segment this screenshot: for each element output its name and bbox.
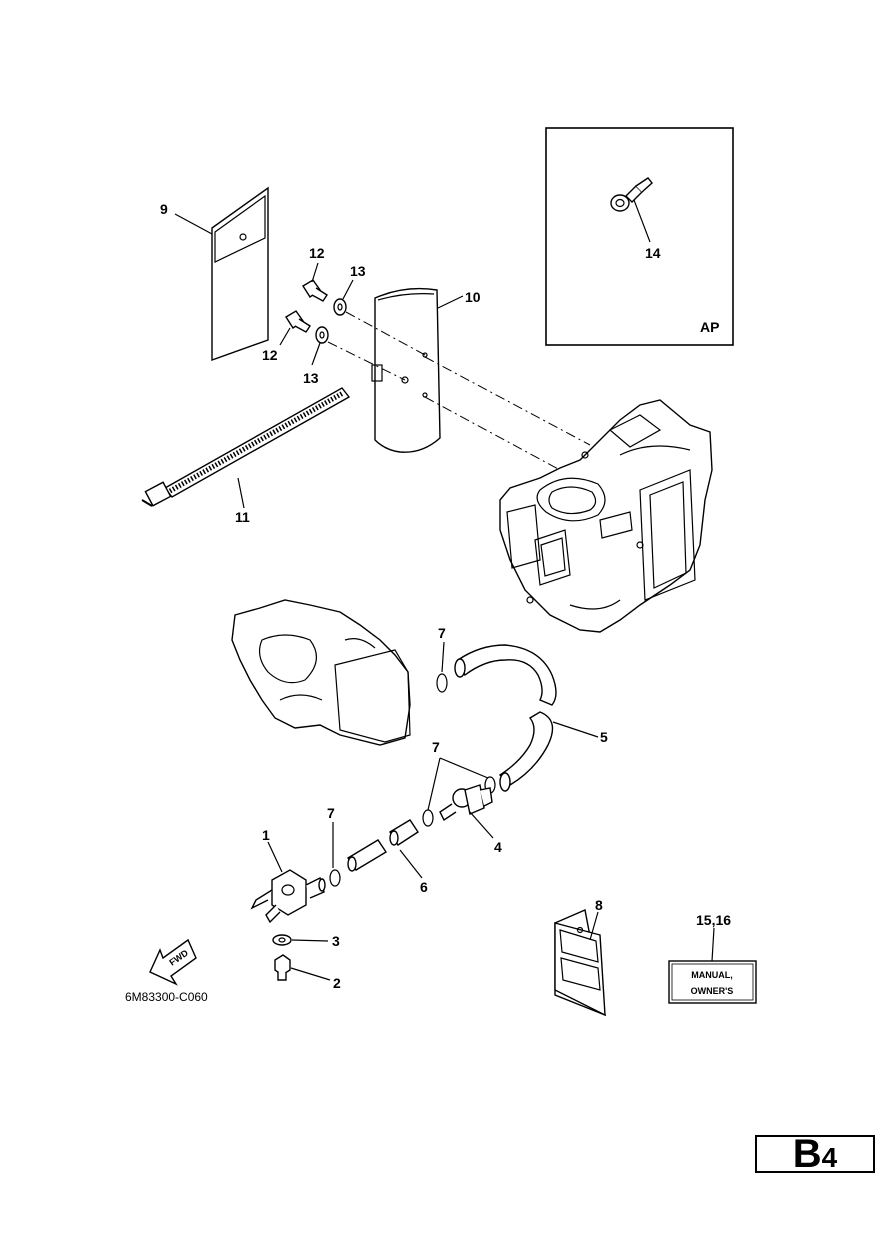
part-7-clip-lower	[329, 869, 341, 887]
part-8-label	[554, 909, 606, 1017]
callout-11: 11	[235, 509, 250, 525]
manual-line1: MANUAL,	[691, 970, 733, 980]
leader-12b	[279, 327, 291, 346]
leader-13a	[342, 279, 354, 300]
part-10-cover	[371, 287, 441, 453]
leader-7b-2	[427, 757, 441, 811]
align-line-1	[345, 311, 426, 356]
leader-3	[291, 939, 329, 942]
part-13-washer-lower	[315, 326, 329, 344]
fwd-arrow-icon: FWD	[149, 938, 197, 986]
part-2-screw	[274, 954, 291, 981]
part-12-bolt-lower	[285, 310, 311, 333]
leader-11	[237, 477, 245, 509]
part-13-washer-upper	[333, 298, 347, 316]
page-id-number: 4	[821, 1142, 838, 1173]
engine-partial	[231, 599, 411, 746]
part-4-fitting	[439, 784, 493, 822]
callout-5: 5	[600, 729, 608, 745]
part-12-bolt-upper	[302, 279, 328, 302]
leader-13b	[311, 342, 321, 366]
leader-12a	[311, 262, 319, 283]
callout-7b: 7	[432, 739, 440, 755]
callout-12b: 12	[262, 347, 278, 363]
align-line-2	[327, 341, 406, 381]
callout-14: 14	[645, 245, 661, 261]
part-3-washer	[272, 934, 292, 946]
callout-6: 6	[420, 879, 428, 895]
leader-9	[174, 213, 213, 235]
inset-label: AP	[700, 319, 719, 335]
page-id-box: B 4	[755, 1132, 875, 1176]
page-id-letter: B	[792, 1132, 822, 1176]
inset-box: AP 14	[545, 127, 734, 346]
callout-1: 1	[262, 827, 270, 843]
callout-7c: 7	[327, 805, 335, 821]
leader-15-16	[711, 927, 715, 962]
part-1-fuel-cock	[250, 869, 326, 924]
part-14-fitting	[610, 177, 653, 212]
leader-14	[633, 199, 651, 243]
align-line-3	[424, 356, 591, 446]
callout-12a: 12	[309, 245, 325, 261]
part-5-hose	[454, 644, 557, 792]
part-6-hose-a	[347, 839, 387, 872]
leader-5	[552, 721, 599, 738]
callout-8: 8	[595, 897, 603, 913]
part-11-cable-tie	[141, 387, 351, 507]
callout-3: 3	[332, 933, 340, 949]
part-7-clip-upper	[436, 673, 448, 693]
part-6-hose-b	[389, 819, 419, 846]
leader-1	[267, 841, 283, 873]
callout-7a: 7	[438, 625, 446, 641]
align-line-4	[424, 396, 561, 471]
callout-15-16: 15,16	[696, 912, 731, 928]
leader-8	[589, 911, 599, 941]
callout-9: 9	[160, 201, 168, 217]
leader-7a	[441, 641, 445, 673]
callout-4: 4	[494, 839, 502, 855]
leader-4	[469, 811, 494, 839]
part-7-clip-mid-left	[422, 809, 434, 827]
callout-10: 10	[465, 289, 481, 305]
callout-13a: 13	[350, 263, 366, 279]
leader-7b-1	[439, 757, 489, 779]
leader-2	[290, 967, 331, 981]
leader-6	[399, 849, 423, 879]
part-15-16-manual: MANUAL, OWNER'S	[668, 960, 757, 1004]
part-9-bag	[211, 186, 269, 361]
leader-10	[437, 295, 464, 309]
callout-2: 2	[333, 975, 341, 991]
engine-block	[499, 399, 713, 633]
drawing-code: 6M83300-C060	[125, 990, 208, 1004]
manual-line2: OWNER'S	[691, 986, 734, 996]
callout-13b: 13	[303, 370, 319, 386]
